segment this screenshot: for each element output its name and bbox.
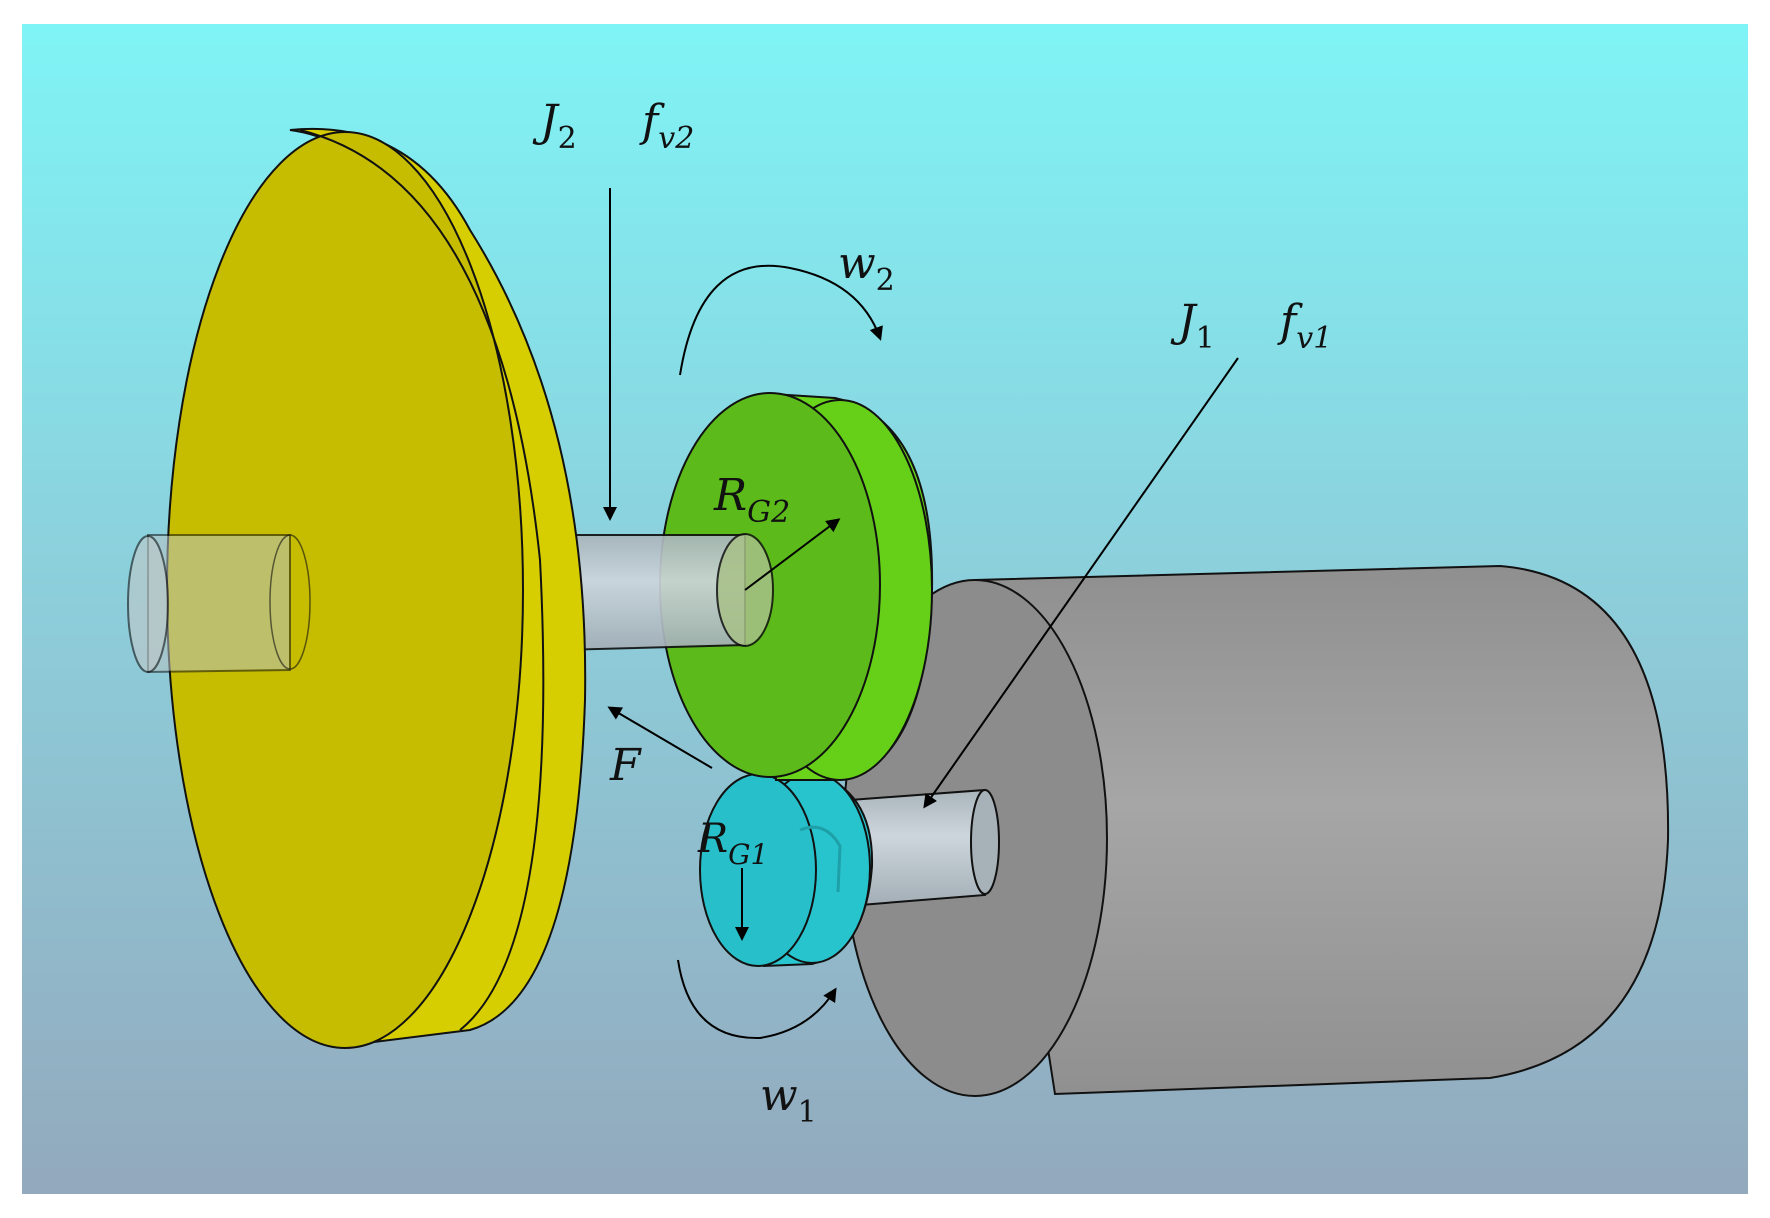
label-rg2: RG2: [713, 470, 790, 530]
rg2-radius-arrow: [744, 518, 841, 591]
flywheel-disk-j2: [166, 127, 587, 1049]
label-rg1: RG1: [697, 816, 768, 871]
w2-rotation-arrow: [679, 264, 883, 376]
force-f-arrow: [607, 706, 713, 769]
label-w1: w1: [760, 1070, 817, 1130]
label-w2: w2: [838, 238, 895, 298]
left-shaft-stub: [127, 534, 311, 674]
output-shaft: [559, 533, 774, 652]
label-fv2: fv2: [639, 96, 694, 156]
pinion-gear-rg1: [699, 770, 874, 968]
arrows: [603, 188, 1239, 1040]
label-f: F: [609, 740, 642, 791]
j1-arrow: [923, 357, 1239, 809]
w1-rotation-arrow: [677, 959, 837, 1040]
